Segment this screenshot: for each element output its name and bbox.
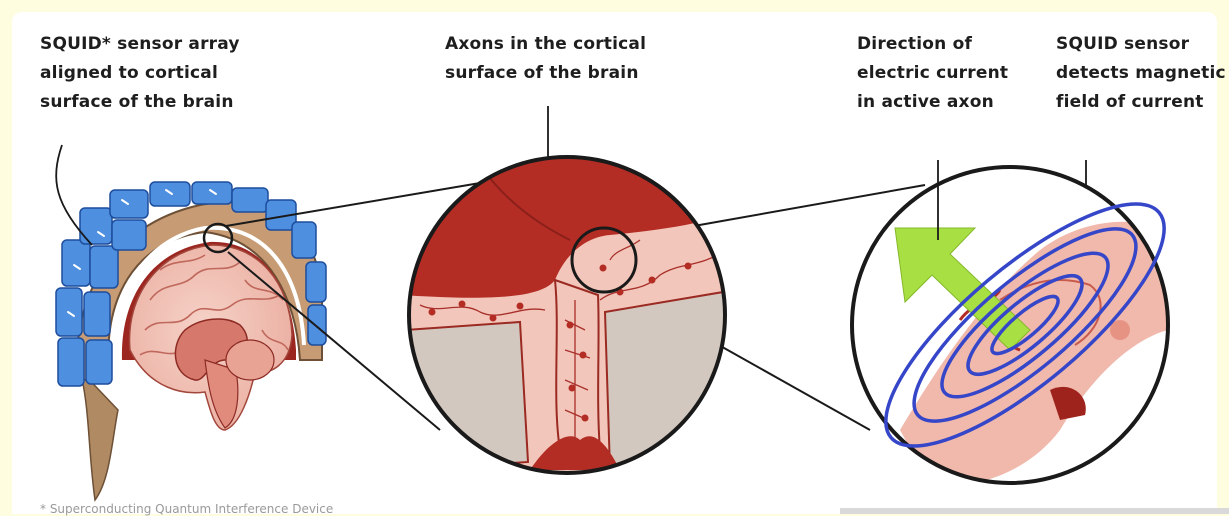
label-axons: Axons in the cortical surface of the bra… [445,30,646,88]
magnified-axons [400,150,740,490]
label-current-direction: Direction of electric current in active … [857,30,1008,117]
label-squid-detects: SQUID sensor detects magnetic field of c… [1056,30,1226,117]
brain-illustration [56,182,326,500]
caption-bar [840,508,1229,514]
label-squid-sensor-array: SQUID* sensor array aligned to cortical … [40,30,240,117]
magnetic-field-view [850,160,1196,486]
